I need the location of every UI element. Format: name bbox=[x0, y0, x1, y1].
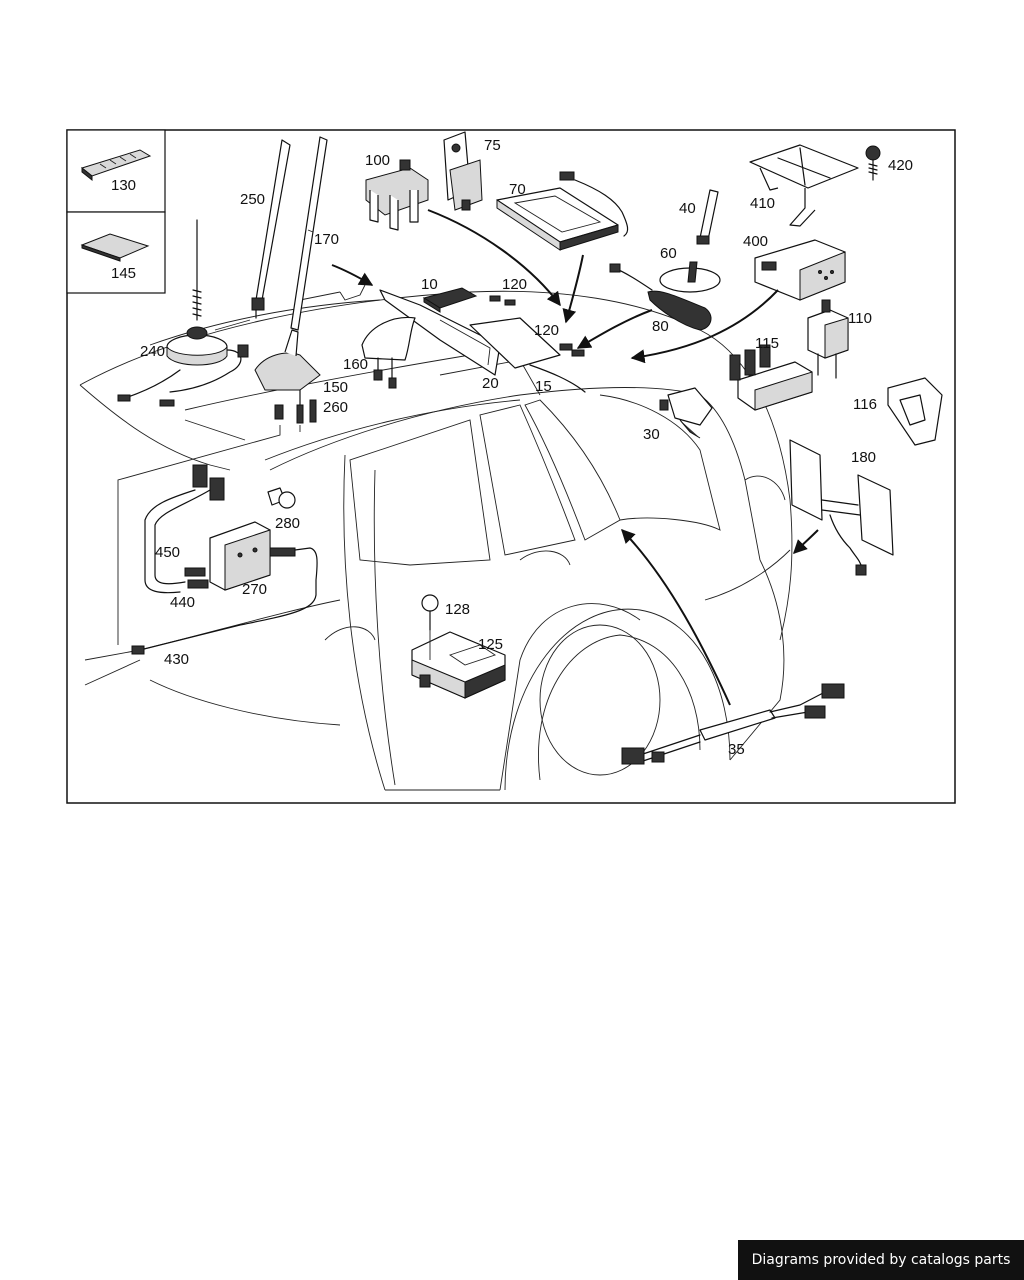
part-label: 115 bbox=[755, 335, 779, 352]
part-250-antenna bbox=[251, 139, 291, 319]
part-label: 250 bbox=[240, 191, 265, 208]
part-430-cable bbox=[131, 645, 145, 655]
part-35-harness bbox=[621, 683, 845, 765]
part-label: 270 bbox=[242, 581, 267, 598]
part-240-antenna bbox=[117, 219, 249, 407]
part-125-module bbox=[411, 631, 506, 699]
part-40-antenna bbox=[696, 189, 719, 245]
part-120-clips bbox=[489, 295, 585, 357]
part-label: 180 bbox=[851, 449, 876, 466]
part-label: 400 bbox=[743, 233, 768, 250]
part-label: 125 bbox=[478, 636, 503, 653]
part-280-bolt bbox=[267, 487, 296, 509]
part-label: 120 bbox=[502, 276, 527, 293]
part-410-bracket bbox=[749, 144, 859, 227]
part-label: 15 bbox=[535, 378, 552, 395]
part-110-relay bbox=[807, 299, 849, 379]
leader-lines bbox=[117, 425, 431, 660]
part-10-unit bbox=[422, 287, 478, 313]
part-label: 150 bbox=[323, 379, 348, 396]
part-label: 70 bbox=[509, 181, 526, 198]
part-label: 410 bbox=[750, 195, 775, 212]
part-label: 40 bbox=[679, 200, 696, 217]
credit-banner: Diagrams provided by catalogs parts bbox=[738, 1240, 1024, 1280]
part-label: 260 bbox=[323, 399, 348, 416]
part-label: 440 bbox=[170, 594, 195, 611]
part-label: 128 bbox=[445, 601, 470, 618]
part-label: 20 bbox=[482, 375, 499, 392]
part-label: 80 bbox=[652, 318, 669, 335]
part-60-base bbox=[659, 261, 721, 293]
part-label: 120 bbox=[534, 322, 559, 339]
part-label: 450 bbox=[155, 544, 180, 561]
part-170-antenna bbox=[290, 136, 328, 331]
part-label: 160 bbox=[343, 356, 368, 373]
part-15-panel bbox=[469, 317, 586, 393]
part-420-screw bbox=[865, 145, 881, 181]
part-label: 10 bbox=[421, 276, 438, 293]
part-450-cable bbox=[144, 464, 225, 594]
part-label: 130 bbox=[111, 177, 136, 194]
part-30-sensor bbox=[659, 387, 713, 439]
part-180-panels bbox=[789, 439, 894, 576]
part-label: 170 bbox=[314, 231, 339, 248]
part-20-strip bbox=[379, 289, 501, 376]
part-label: 75 bbox=[484, 137, 501, 154]
part-label: 35 bbox=[728, 741, 745, 758]
part-label: 420 bbox=[888, 157, 913, 174]
part-100-bracket bbox=[365, 159, 429, 231]
part-label: 240 bbox=[140, 343, 165, 360]
part-label: 100 bbox=[365, 152, 390, 169]
part-116-bracket bbox=[887, 377, 943, 446]
part-label: 430 bbox=[164, 651, 189, 668]
part-145-pad bbox=[80, 233, 150, 262]
part-150-base bbox=[254, 329, 321, 424]
part-label: 60 bbox=[660, 245, 677, 262]
part-128-bolt bbox=[421, 594, 439, 631]
part-label: 30 bbox=[643, 426, 660, 443]
part-label: 145 bbox=[111, 265, 136, 282]
credit-text: Diagrams provided by catalogs parts bbox=[751, 1252, 1011, 1268]
part-label: 116 bbox=[853, 396, 877, 413]
part-80-cover bbox=[609, 263, 712, 331]
part-label: 280 bbox=[275, 515, 300, 532]
assembly-arrows bbox=[331, 209, 819, 706]
part-70-tray bbox=[496, 171, 629, 251]
part-270-splitter bbox=[139, 521, 318, 651]
part-130-strip bbox=[80, 149, 152, 182]
part-label: 110 bbox=[848, 310, 872, 327]
part-400-box bbox=[754, 239, 846, 301]
part-labels: 130 145 250 170 240 150 260 100 75 70 10… bbox=[111, 137, 913, 758]
part-115-amplifier bbox=[729, 344, 813, 411]
part-160-shark-fin bbox=[361, 316, 416, 389]
part-75-module bbox=[443, 131, 483, 211]
